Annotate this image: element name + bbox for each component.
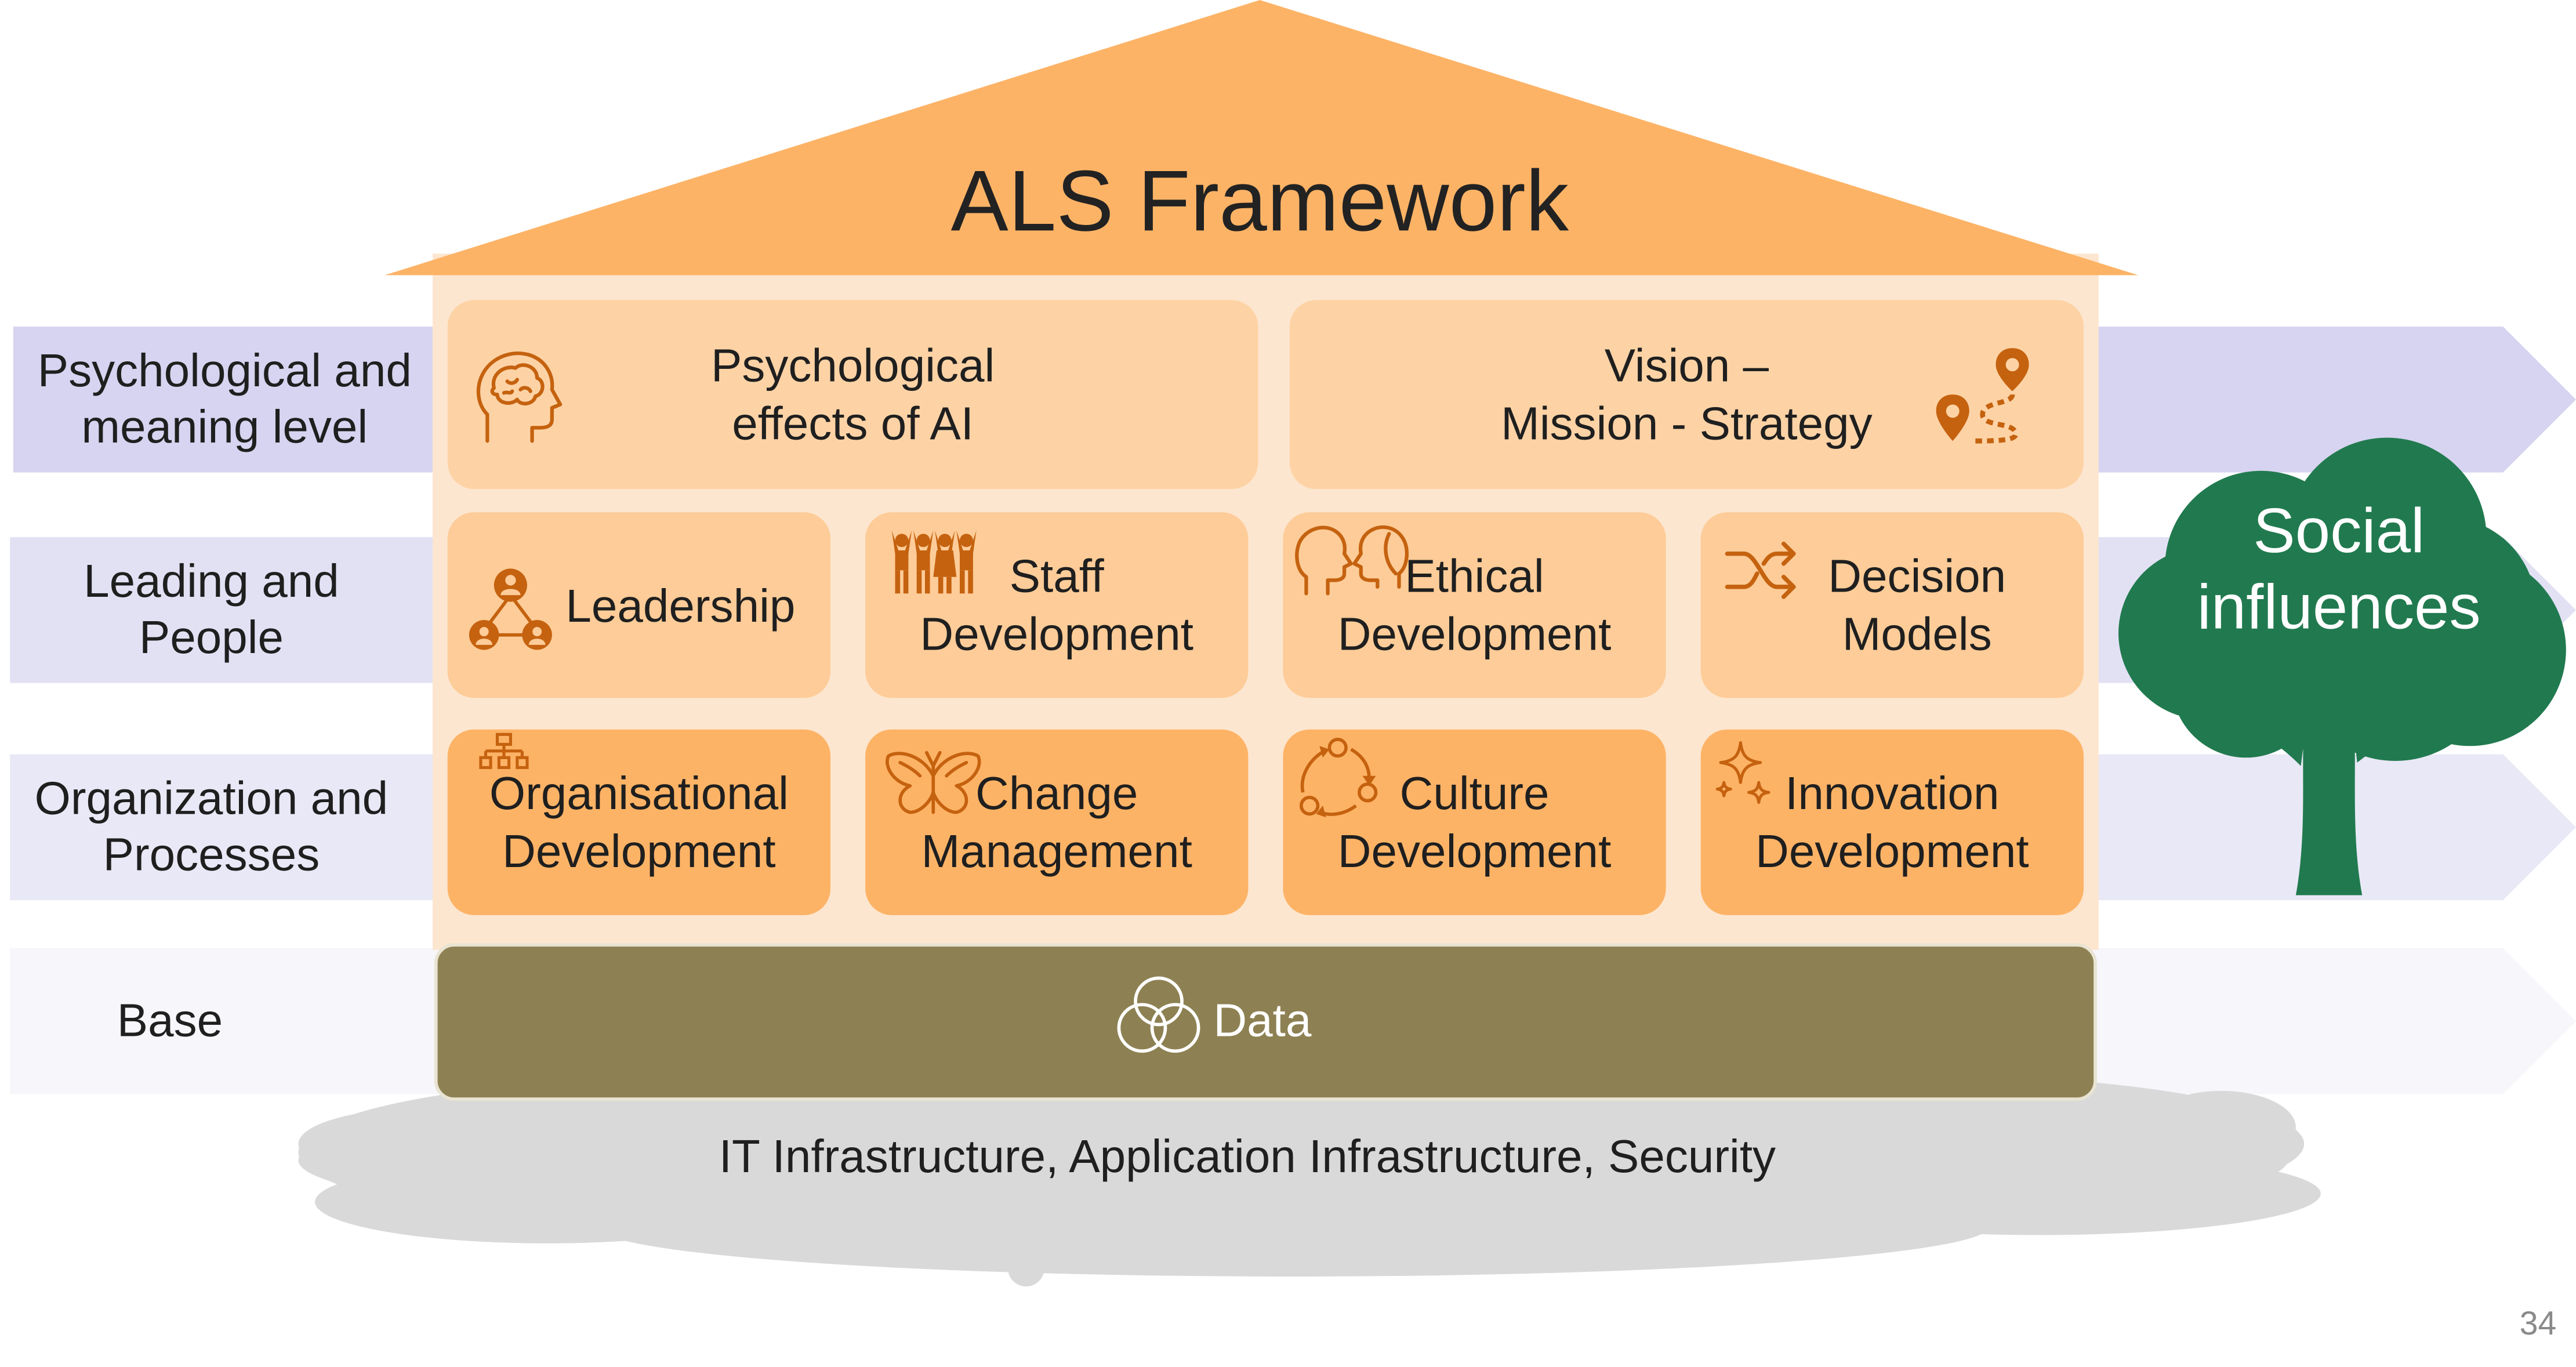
sparkles-icon	[1715, 741, 1770, 804]
data-label: Data	[1213, 995, 1312, 1046]
team-network-icon	[469, 568, 552, 650]
box-label: Culture Development	[1337, 767, 1612, 878]
data-bar	[434, 943, 2097, 1101]
box-innovation-development: Innovation Development	[1700, 729, 2084, 915]
box-label: Innovation Development	[1755, 767, 2029, 878]
social-influences-label: Social influences	[2197, 497, 2481, 644]
box-label: Organisational Development	[489, 767, 789, 878]
box-vision-mission-strategy: Vision – Mission - Strategy	[1289, 300, 2084, 489]
box-label: Ethical Development	[1337, 550, 1612, 660]
level-label-psychological: Psychological and meaning level	[37, 345, 412, 453]
box-organisational-development: Organisational Development	[447, 729, 831, 915]
box-label: Leadership	[565, 579, 796, 631]
box-label: Staff Development	[920, 550, 1194, 660]
shuffle-arrows-icon	[1725, 541, 1796, 599]
venn-circles-icon	[1117, 976, 1200, 1053]
box-ethical-development: Ethical Development	[1283, 512, 1666, 698]
level-label-base: Base	[117, 995, 223, 1046]
cycle-nodes-icon	[1299, 737, 1378, 818]
infrastructure-label: IT Infrastructure, Application Infrastru…	[719, 1130, 1776, 1183]
two-faces-icon	[1295, 525, 1409, 596]
box-leadership: Leadership	[447, 512, 831, 698]
level-label-organization: Organization and Processes	[34, 773, 389, 880]
tree-icon	[2118, 437, 2566, 895]
brain-head-icon	[476, 351, 563, 443]
page-number: 34	[2519, 1306, 2557, 1343]
butterfly-icon	[886, 750, 981, 814]
route-map-icon	[1936, 348, 2029, 444]
box-label: Decision Models	[1828, 550, 2007, 660]
box-label: Vision – Mission - Strategy	[1501, 339, 1873, 449]
cheering-people-icon	[891, 530, 977, 594]
box-culture-development: Culture Development	[1283, 729, 1666, 915]
org-chart-icon	[479, 733, 529, 770]
page-title: ALS Framework	[950, 154, 1569, 251]
box-label: Change Management	[921, 767, 1192, 878]
box-decision-models: Decision Models	[1700, 512, 2084, 698]
box-psychological-effects: Psychological effects of AI	[447, 300, 1258, 489]
level-label-leading: Leading and People	[84, 555, 339, 663]
box-label: Psychological effects of AI	[710, 339, 995, 449]
